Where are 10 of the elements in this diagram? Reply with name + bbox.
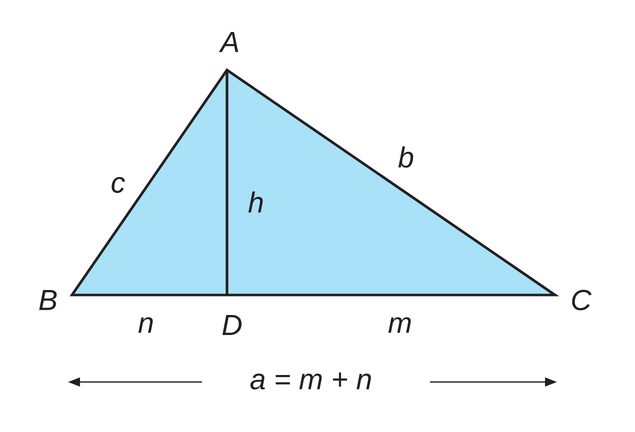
segment-label: n xyxy=(138,317,153,333)
formula-label: a = m + n xyxy=(250,372,371,390)
segment-label: m xyxy=(388,317,411,333)
side-label: c xyxy=(112,177,125,193)
side-label: b xyxy=(398,146,414,168)
vertex-label: A xyxy=(218,32,238,52)
point-label: D xyxy=(222,315,242,335)
height-label: h xyxy=(248,192,263,212)
vertex-label: B xyxy=(39,290,57,310)
vertex-label: C xyxy=(572,290,592,310)
